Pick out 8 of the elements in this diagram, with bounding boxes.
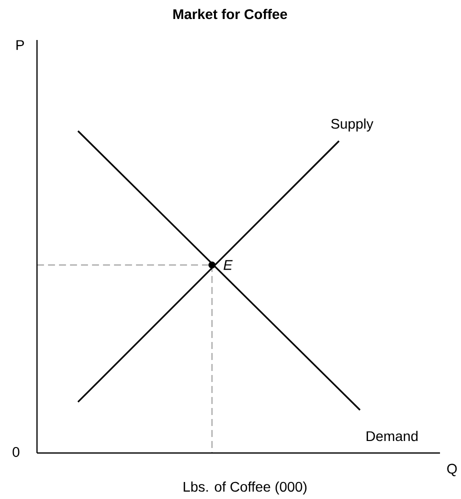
axis-label: Q xyxy=(447,464,457,476)
point-label: E xyxy=(224,260,233,270)
axis-label: P xyxy=(16,40,24,50)
origin-label: 0 xyxy=(12,447,20,457)
axis-title: Lbs. of Coffee (000) xyxy=(184,481,306,495)
chart-title: Market for Coffee xyxy=(173,8,288,20)
curve-label: Demand xyxy=(366,430,418,442)
curve-label: Supply xyxy=(331,118,374,132)
